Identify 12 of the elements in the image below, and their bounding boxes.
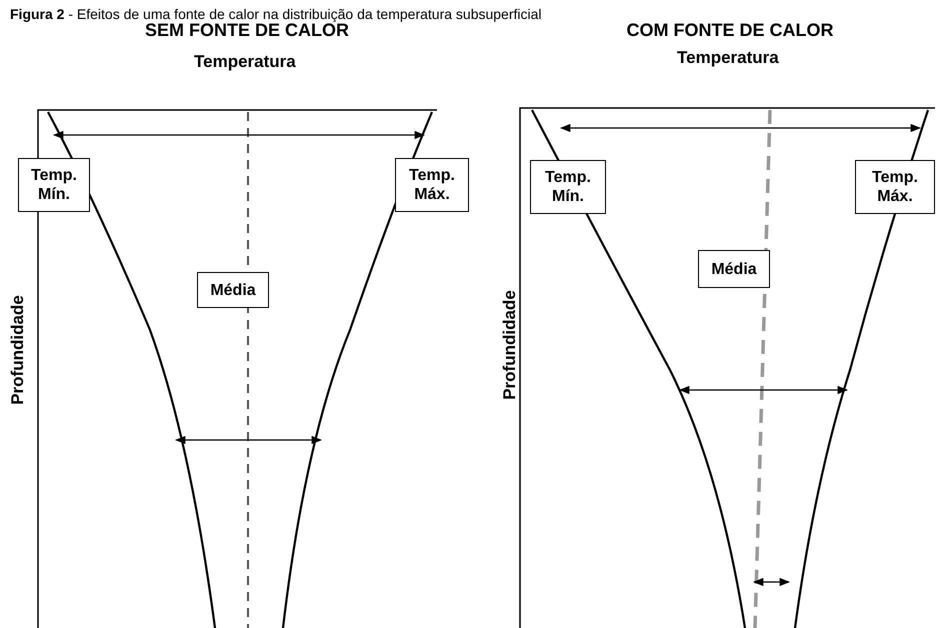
label-box: Temp. Máx. bbox=[395, 158, 469, 212]
axis-title: Profundidade bbox=[500, 290, 520, 400]
axis-title: Temperatura bbox=[677, 48, 779, 68]
label-box: Temp. Mín. bbox=[530, 160, 606, 214]
label-box: Temp. Mín. bbox=[18, 158, 90, 212]
label-box: Média bbox=[197, 272, 269, 308]
label-box: Média bbox=[698, 250, 770, 288]
label-box: Temp. Máx. bbox=[855, 160, 935, 214]
panel-heading: COM FONTE DE CALOR bbox=[626, 20, 834, 40]
figure-title: Figura 2 - Efeitos de uma fonte de calor na distribuição da temperatura subsuperficial bbox=[10, 6, 542, 22]
axis-title: Temperatura bbox=[194, 52, 296, 72]
axis-title: Profundidade bbox=[8, 295, 28, 405]
